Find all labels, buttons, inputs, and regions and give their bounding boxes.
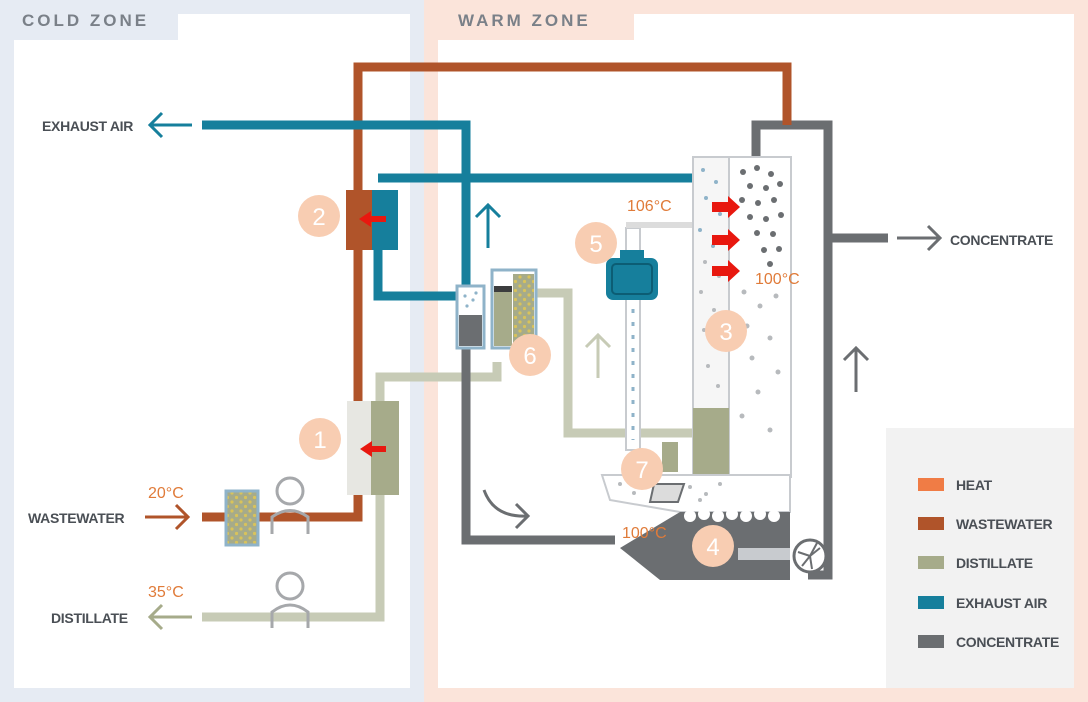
legend-swatch-concentrate bbox=[918, 635, 944, 648]
legend-label-distillate: DISTILLATE bbox=[956, 555, 1033, 571]
scrubber-unit-6 bbox=[455, 268, 538, 350]
evaporator-temperature: 100°C bbox=[755, 271, 800, 288]
heat-arrow-icon bbox=[712, 196, 740, 282]
legend-item-exhaust-air: EXHAUST AIR bbox=[918, 595, 1048, 611]
wastewater-filter bbox=[224, 489, 260, 547]
legend-item-concentrate: CONCENTRATE bbox=[918, 634, 1059, 650]
legend-swatch-exhaust-air bbox=[918, 596, 944, 609]
return-arrow bbox=[482, 489, 531, 530]
person-icon bbox=[270, 571, 310, 628]
legend-swatch-distillate bbox=[918, 556, 944, 569]
distillate-up-arrow bbox=[584, 332, 612, 378]
svg-text:1: 1 bbox=[313, 427, 326, 454]
legend-item-heat: HEAT bbox=[918, 477, 993, 493]
exhaust-air-out-arrow bbox=[147, 111, 192, 139]
heat-exchanger-2 bbox=[346, 190, 398, 250]
badge-3: 3 bbox=[705, 310, 747, 352]
badge-2: 2 bbox=[298, 195, 340, 237]
exhaust-air-label: EXHAUST AIR bbox=[42, 118, 133, 134]
sump-temperature: 100°C bbox=[622, 525, 667, 542]
air-up-arrow bbox=[474, 202, 502, 248]
legend-label-heat: HEAT bbox=[956, 477, 993, 493]
cold-zone-title: COLD ZONE bbox=[22, 11, 149, 30]
concentrate-out-arrow bbox=[897, 224, 943, 252]
wastewater-label: WASTEWATER bbox=[28, 510, 124, 526]
heat-exchanger-1 bbox=[347, 401, 399, 495]
badge-7: 7 bbox=[621, 448, 663, 490]
svg-text:5: 5 bbox=[589, 231, 602, 258]
concentrate-pipes bbox=[461, 120, 888, 580]
svg-text:6: 6 bbox=[523, 343, 536, 370]
legend-label-exhaust-air: EXHAUST AIR bbox=[956, 595, 1047, 611]
legend-swatch-heat bbox=[918, 478, 944, 491]
svg-text:4: 4 bbox=[706, 534, 719, 561]
concentrate-label: CONCENTRATE bbox=[950, 232, 1053, 248]
distillate-temperature: 35°C bbox=[148, 584, 184, 601]
compressor-temperature: 106°C bbox=[627, 198, 672, 215]
legend-label-wastewater: WASTEWATER bbox=[956, 516, 1052, 532]
heat-arrow-icon bbox=[359, 211, 386, 227]
badge-1: 1 bbox=[299, 418, 341, 460]
component-unit-7 bbox=[648, 442, 686, 503]
distillate-out-arrow bbox=[147, 603, 192, 631]
svg-text:7: 7 bbox=[635, 457, 648, 484]
wastewater-temperature: 20°C bbox=[148, 485, 184, 502]
wastewater-in-arrow bbox=[145, 503, 191, 531]
person-icon bbox=[270, 476, 310, 534]
distillate-label: DISTILLATE bbox=[51, 610, 128, 626]
legend-item-distillate: DISTILLATE bbox=[918, 555, 1033, 571]
svg-text:3: 3 bbox=[719, 319, 732, 346]
svg-text:2: 2 bbox=[312, 204, 325, 231]
badge-6: 6 bbox=[509, 334, 551, 376]
concentrate-up-arrow bbox=[842, 345, 870, 392]
legend-item-wastewater: WASTEWATER bbox=[918, 516, 1053, 532]
legend: HEAT WASTEWATER DISTILLATE EXHAUST AIR C… bbox=[886, 428, 1074, 688]
badge-4: 4 bbox=[692, 525, 734, 567]
legend-swatch-wastewater bbox=[918, 517, 944, 530]
badge-5: 5 bbox=[575, 222, 617, 264]
heat-arrow-icon bbox=[360, 441, 386, 457]
evaporator-unit-3 bbox=[692, 156, 792, 478]
compressor-unit-5 bbox=[606, 222, 692, 451]
legend-label-concentrate: CONCENTRATE bbox=[956, 634, 1059, 650]
warm-zone-title: WARM ZONE bbox=[458, 11, 591, 30]
